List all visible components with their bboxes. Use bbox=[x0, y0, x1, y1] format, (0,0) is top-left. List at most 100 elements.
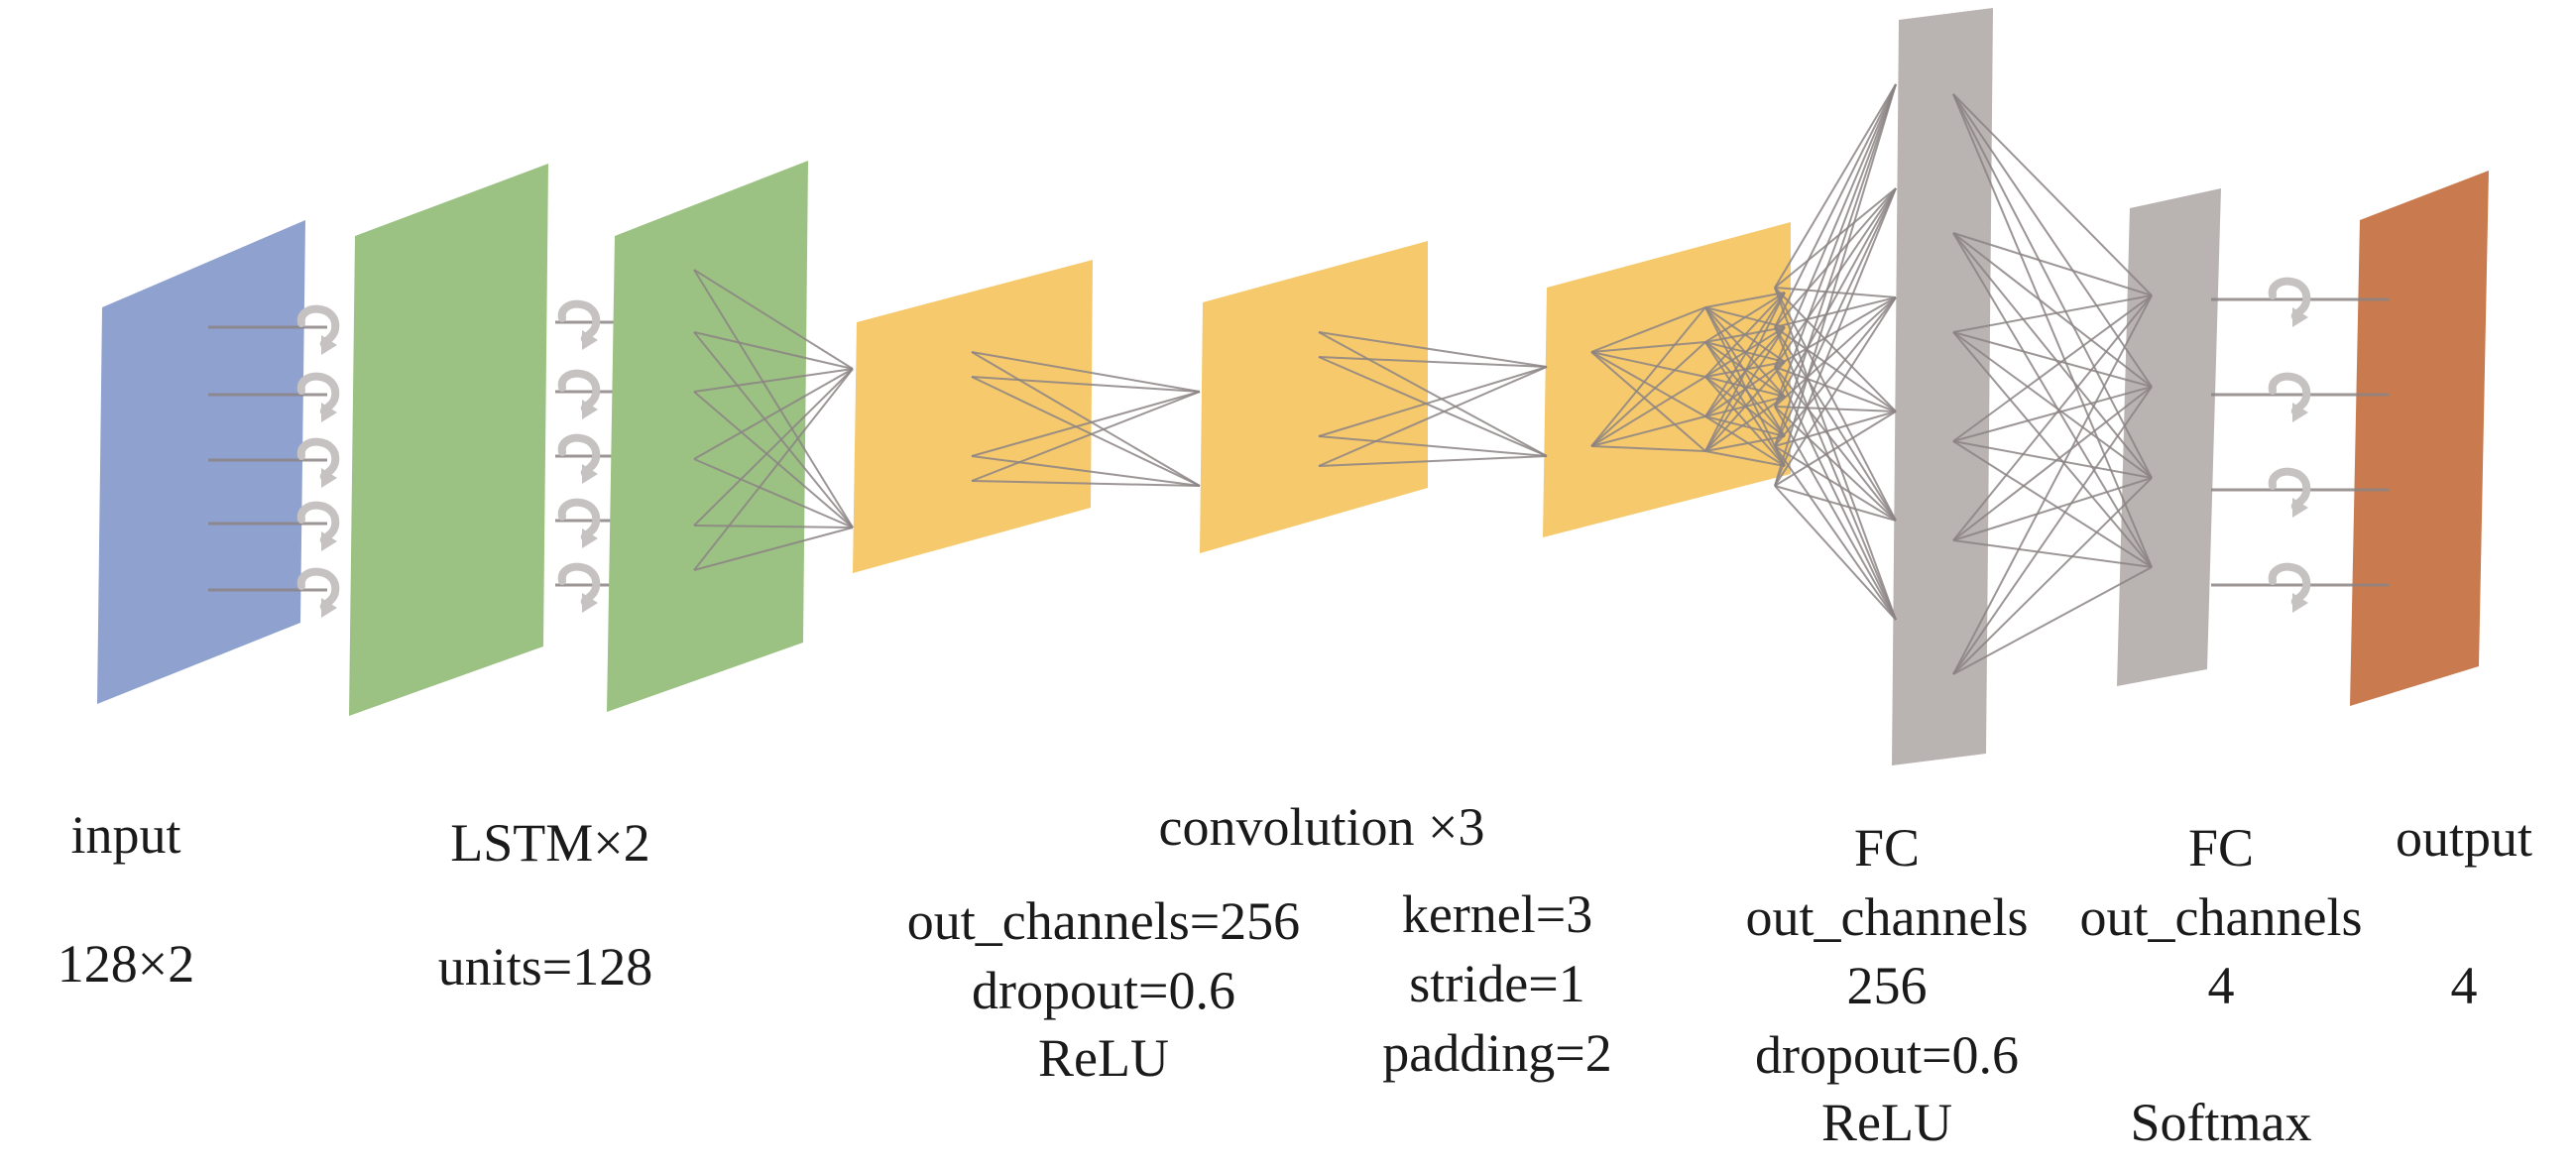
conv-fc-line bbox=[1774, 187, 1897, 408]
conv-conv-line bbox=[1318, 366, 1548, 467]
fc-fc-line bbox=[1952, 93, 2153, 296]
conv-mesh-line bbox=[1590, 351, 1706, 452]
lstm-title: LSTM×2 bbox=[450, 813, 650, 873]
conv-title: convolution ×3 bbox=[1158, 797, 1485, 857]
lstm-conv-line bbox=[693, 525, 854, 528]
lstm-conv-line bbox=[693, 368, 854, 393]
conv-fc-line bbox=[1774, 83, 1897, 447]
conv-mesh-line bbox=[1590, 306, 1706, 353]
recurrent-arrows-lstm-lstm bbox=[555, 299, 615, 613]
conv-layer-3 bbox=[1543, 222, 1791, 537]
fc-fc-line bbox=[1952, 477, 2153, 541]
fc1-dropout: dropout=0.6 bbox=[1755, 1025, 2019, 1085]
conv-fc-line bbox=[1774, 83, 1897, 289]
lstm-conv-line bbox=[693, 331, 854, 370]
fc-fc-line bbox=[1952, 477, 2153, 675]
conv-mesh-line bbox=[1704, 376, 1786, 467]
conv-fc-line bbox=[1774, 187, 1897, 289]
recurrent-arrow-head bbox=[582, 400, 598, 419]
conv-fc-line bbox=[1774, 83, 1897, 328]
conv-conv-line bbox=[971, 391, 1201, 482]
recurrent-arrows-input-lstm bbox=[208, 304, 340, 618]
fc-fc-line bbox=[1952, 331, 2153, 568]
fc-fc-line bbox=[1952, 294, 2153, 333]
conv-layer-2 bbox=[1200, 241, 1428, 553]
recurrent-arrow-head bbox=[2292, 593, 2308, 613]
recurrent-arrow-head bbox=[2292, 498, 2308, 518]
fc2-channels-label: out_channels bbox=[2079, 887, 2363, 947]
conv-mesh-line bbox=[1704, 292, 1786, 417]
conv-fc-line bbox=[1774, 83, 1897, 408]
recurrent-arrow-head bbox=[321, 403, 337, 422]
conv-mesh-line bbox=[1590, 341, 1706, 447]
conv-conv-line bbox=[1318, 435, 1548, 457]
recurrent-arrow-head bbox=[582, 330, 598, 350]
conv-mesh-line bbox=[1704, 435, 1786, 452]
conv-fc-line bbox=[1774, 411, 1897, 487]
conv-mesh-line bbox=[1704, 361, 1786, 378]
fc1-channels-value: 256 bbox=[1846, 956, 1928, 1015]
fc1-activation: ReLU bbox=[1821, 1093, 1952, 1152]
conv-mesh-line bbox=[1590, 376, 1706, 447]
fc-fc-line bbox=[1952, 93, 2153, 479]
conv-mesh-line bbox=[1704, 396, 1786, 452]
conv-mesh-line bbox=[1590, 445, 1706, 452]
lstm-conv-line bbox=[693, 368, 854, 460]
conv-fc-line bbox=[1774, 326, 1897, 621]
lstm-conv-line bbox=[693, 391, 854, 528]
conv-fc-line bbox=[1774, 485, 1897, 621]
output-value: 4 bbox=[2450, 956, 2478, 1015]
conv-mesh-line bbox=[1704, 292, 1786, 452]
conv-fc-line bbox=[1774, 445, 1897, 522]
conv-fc-line bbox=[1774, 83, 1897, 368]
input-shape: 128×2 bbox=[57, 934, 195, 994]
conv-conv-line bbox=[1318, 455, 1548, 467]
conv-fc-line bbox=[1774, 187, 1897, 447]
fc-fc-line bbox=[1952, 566, 2153, 675]
recurrent-arrow-head bbox=[321, 531, 337, 551]
fc2-title: FC bbox=[2187, 818, 2255, 878]
conv-mesh-line bbox=[1704, 326, 1786, 452]
recurrent-arrow-head bbox=[2292, 307, 2308, 327]
lstm-layer-2 bbox=[607, 161, 808, 712]
conv-fc-line bbox=[1774, 287, 1897, 298]
fc-fc-line bbox=[1952, 232, 2153, 388]
lstm-conv-line bbox=[693, 527, 854, 571]
lstm-conv-line bbox=[693, 368, 854, 527]
conv-conv-line bbox=[971, 351, 1201, 393]
conv-conv-line bbox=[1318, 331, 1548, 457]
output-title: output bbox=[2395, 808, 2533, 868]
lstm-conv-line bbox=[693, 269, 854, 370]
conv-fc-line bbox=[1774, 287, 1897, 621]
fc2-activation: Softmax bbox=[2130, 1093, 2312, 1152]
conv-mesh-line bbox=[1590, 415, 1706, 447]
conv-conv-line bbox=[971, 376, 1201, 487]
conv-fc-line bbox=[1774, 406, 1897, 412]
fc-fc-line bbox=[1952, 440, 2153, 479]
conv-fc-line bbox=[1774, 187, 1897, 368]
conv-fc-line bbox=[1774, 485, 1897, 522]
conv-fc-line bbox=[1774, 406, 1897, 522]
lstm-units: units=128 bbox=[437, 937, 653, 997]
conv-activation: ReLU bbox=[1038, 1028, 1169, 1088]
fc2-channels-value: 4 bbox=[2207, 956, 2235, 1015]
fc-fc-line bbox=[1952, 331, 2153, 479]
recurrent-arrow-head bbox=[321, 468, 337, 488]
fc-fc-line bbox=[1952, 294, 2153, 442]
conv-conv-line bbox=[1318, 366, 1548, 437]
lstm-conv-line bbox=[693, 331, 854, 528]
fc-fc-line bbox=[1952, 386, 2153, 541]
conv-conv-line bbox=[971, 455, 1201, 487]
conv-conv-line bbox=[1318, 356, 1548, 368]
fc-fc-line bbox=[1952, 294, 2153, 541]
fc-fc-line bbox=[1952, 331, 2153, 388]
recurrent-arrow-head bbox=[582, 528, 598, 548]
conv-fc-line bbox=[1774, 366, 1897, 522]
recurrent-arrow-head bbox=[321, 598, 337, 618]
conv-mesh-line bbox=[1590, 351, 1706, 378]
conv-conv-line bbox=[971, 376, 1201, 393]
output-layer bbox=[2350, 171, 2489, 706]
conv-mesh-line bbox=[1704, 415, 1786, 437]
conv-fc-line bbox=[1774, 445, 1897, 621]
